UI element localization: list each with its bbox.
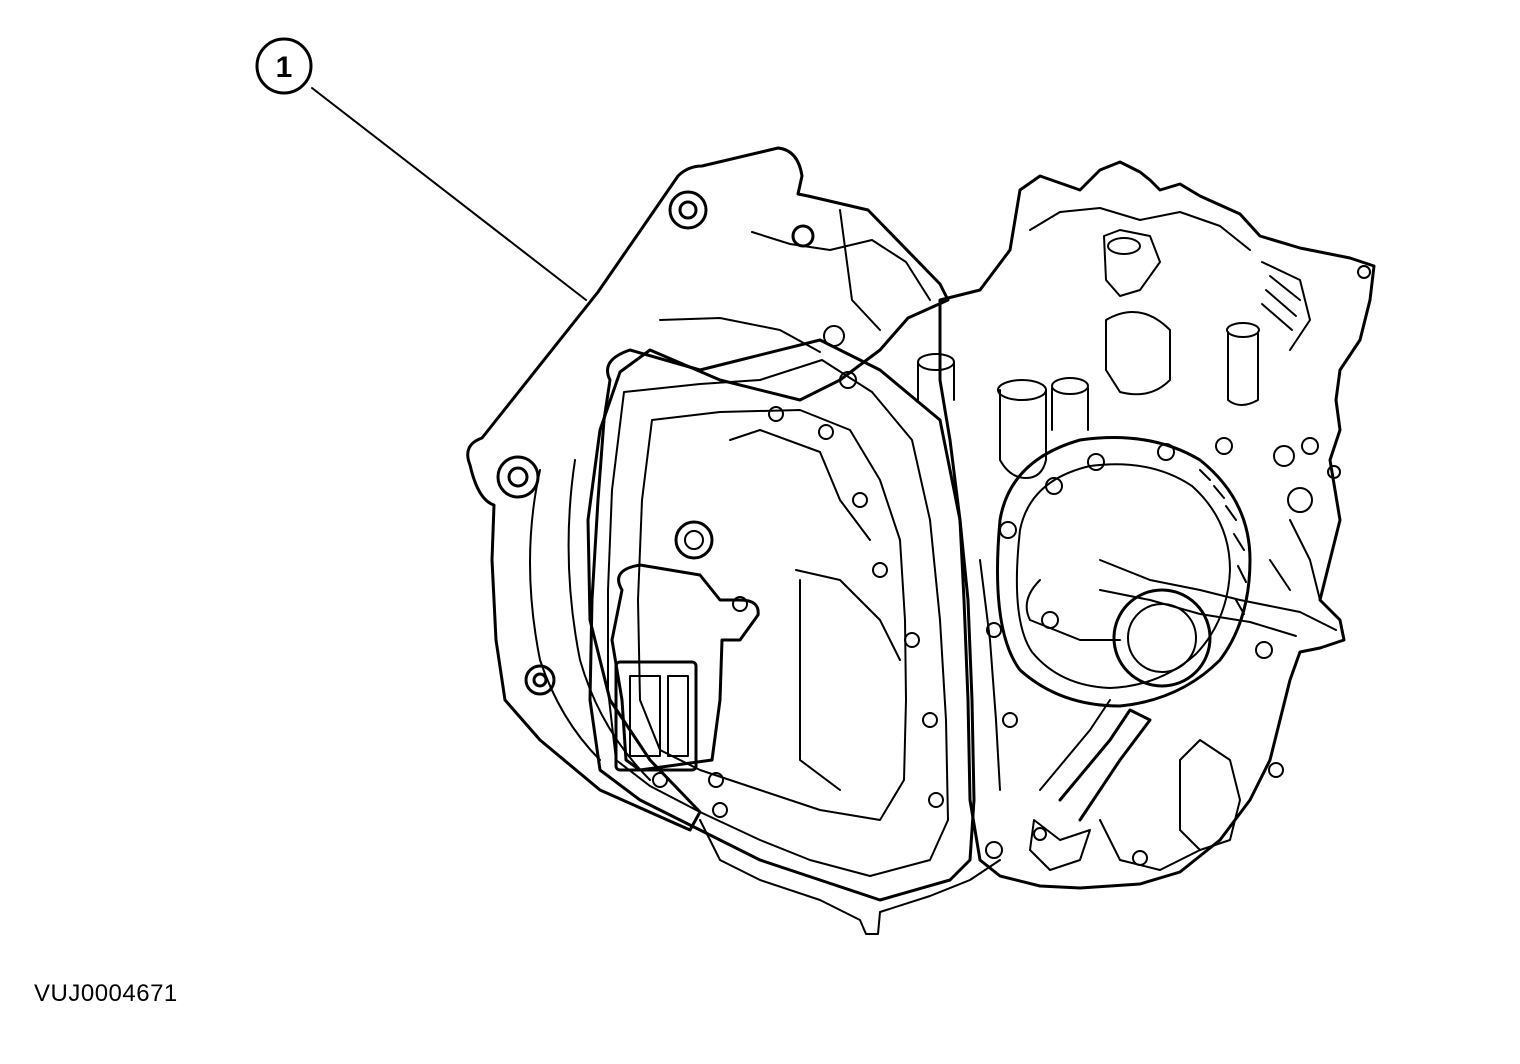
bell-housing-flange [466,146,950,832]
output-shaft-seal [1112,588,1212,688]
bolt-boss [668,190,708,230]
bolt-hole [532,672,548,688]
bell-housing-inner-rim-2 [529,469,601,761]
side-flange [979,559,1001,791]
callout-number: 1 [276,51,293,84]
center-boss-top [1051,377,1089,395]
center-boss [1105,311,1171,396]
cooler-line [1039,699,1111,791]
sensor-port [674,520,714,560]
mount-boss-detail [1099,819,1201,871]
cooler-line-fitting [1029,819,1091,871]
valve-body-rib [795,569,901,661]
center-boss-top [997,379,1047,401]
output-shaft-arm [1099,559,1337,631]
gear-case-bolts [985,437,1341,866]
top-housing-boss [1103,229,1161,297]
top-housing-fins [1261,275,1301,331]
connector-plug [614,660,698,772]
bolt-hole [507,466,529,488]
top-boss-hole [1107,237,1141,255]
figure-code: VUJ0004671 [34,980,178,1007]
bolt-boss [496,455,540,499]
side-flange [1269,519,1321,601]
upper-housing-rib [659,317,821,353]
output-shaft-arm [1025,579,1121,641]
mount-boss [1179,739,1241,851]
center-boss-top [917,353,955,371]
cooler-line [1058,708,1152,822]
bolt-hole [678,200,698,220]
bell-housing-inner-rim [567,459,651,781]
center-boss-top [1226,322,1260,338]
upper-housing-rib [751,231,931,301]
valve-body-rib [729,429,871,541]
center-boss [917,361,955,401]
callout-bubble [255,37,313,95]
pan-bolts [652,325,944,818]
harness-connector [610,563,760,772]
connector-plug-inner [629,675,661,757]
connector-plug-inner [667,675,689,757]
center-boss [1051,387,1089,431]
valve-body-panel [637,409,907,821]
bolt-hole [791,224,815,248]
top-housing-detail [1029,207,1251,251]
lower-housing [699,819,1001,935]
differential-fins [1199,469,1247,615]
valve-body-gasket-edge [607,359,949,877]
center-boss [999,389,1047,479]
transmission-assembly-icon [466,146,1376,935]
output-shaft-seal-inner [1127,603,1197,673]
callout-leader-line [311,87,587,301]
sensor-port-inner [684,530,704,550]
top-housing-detail [1261,261,1311,351]
valve-body-rib [799,579,841,791]
differential-ring [1015,463,1231,689]
bolt-boss [524,664,556,696]
callout-1: 1 [255,37,587,301]
valve-body-cover [588,338,976,902]
center-boss [1227,331,1259,406]
gear-case-body [938,160,1376,890]
bolt-hole [1357,265,1371,279]
differential-housing [996,436,1252,708]
upper-housing-rib [839,209,881,331]
output-shaft-arm [1099,589,1297,637]
